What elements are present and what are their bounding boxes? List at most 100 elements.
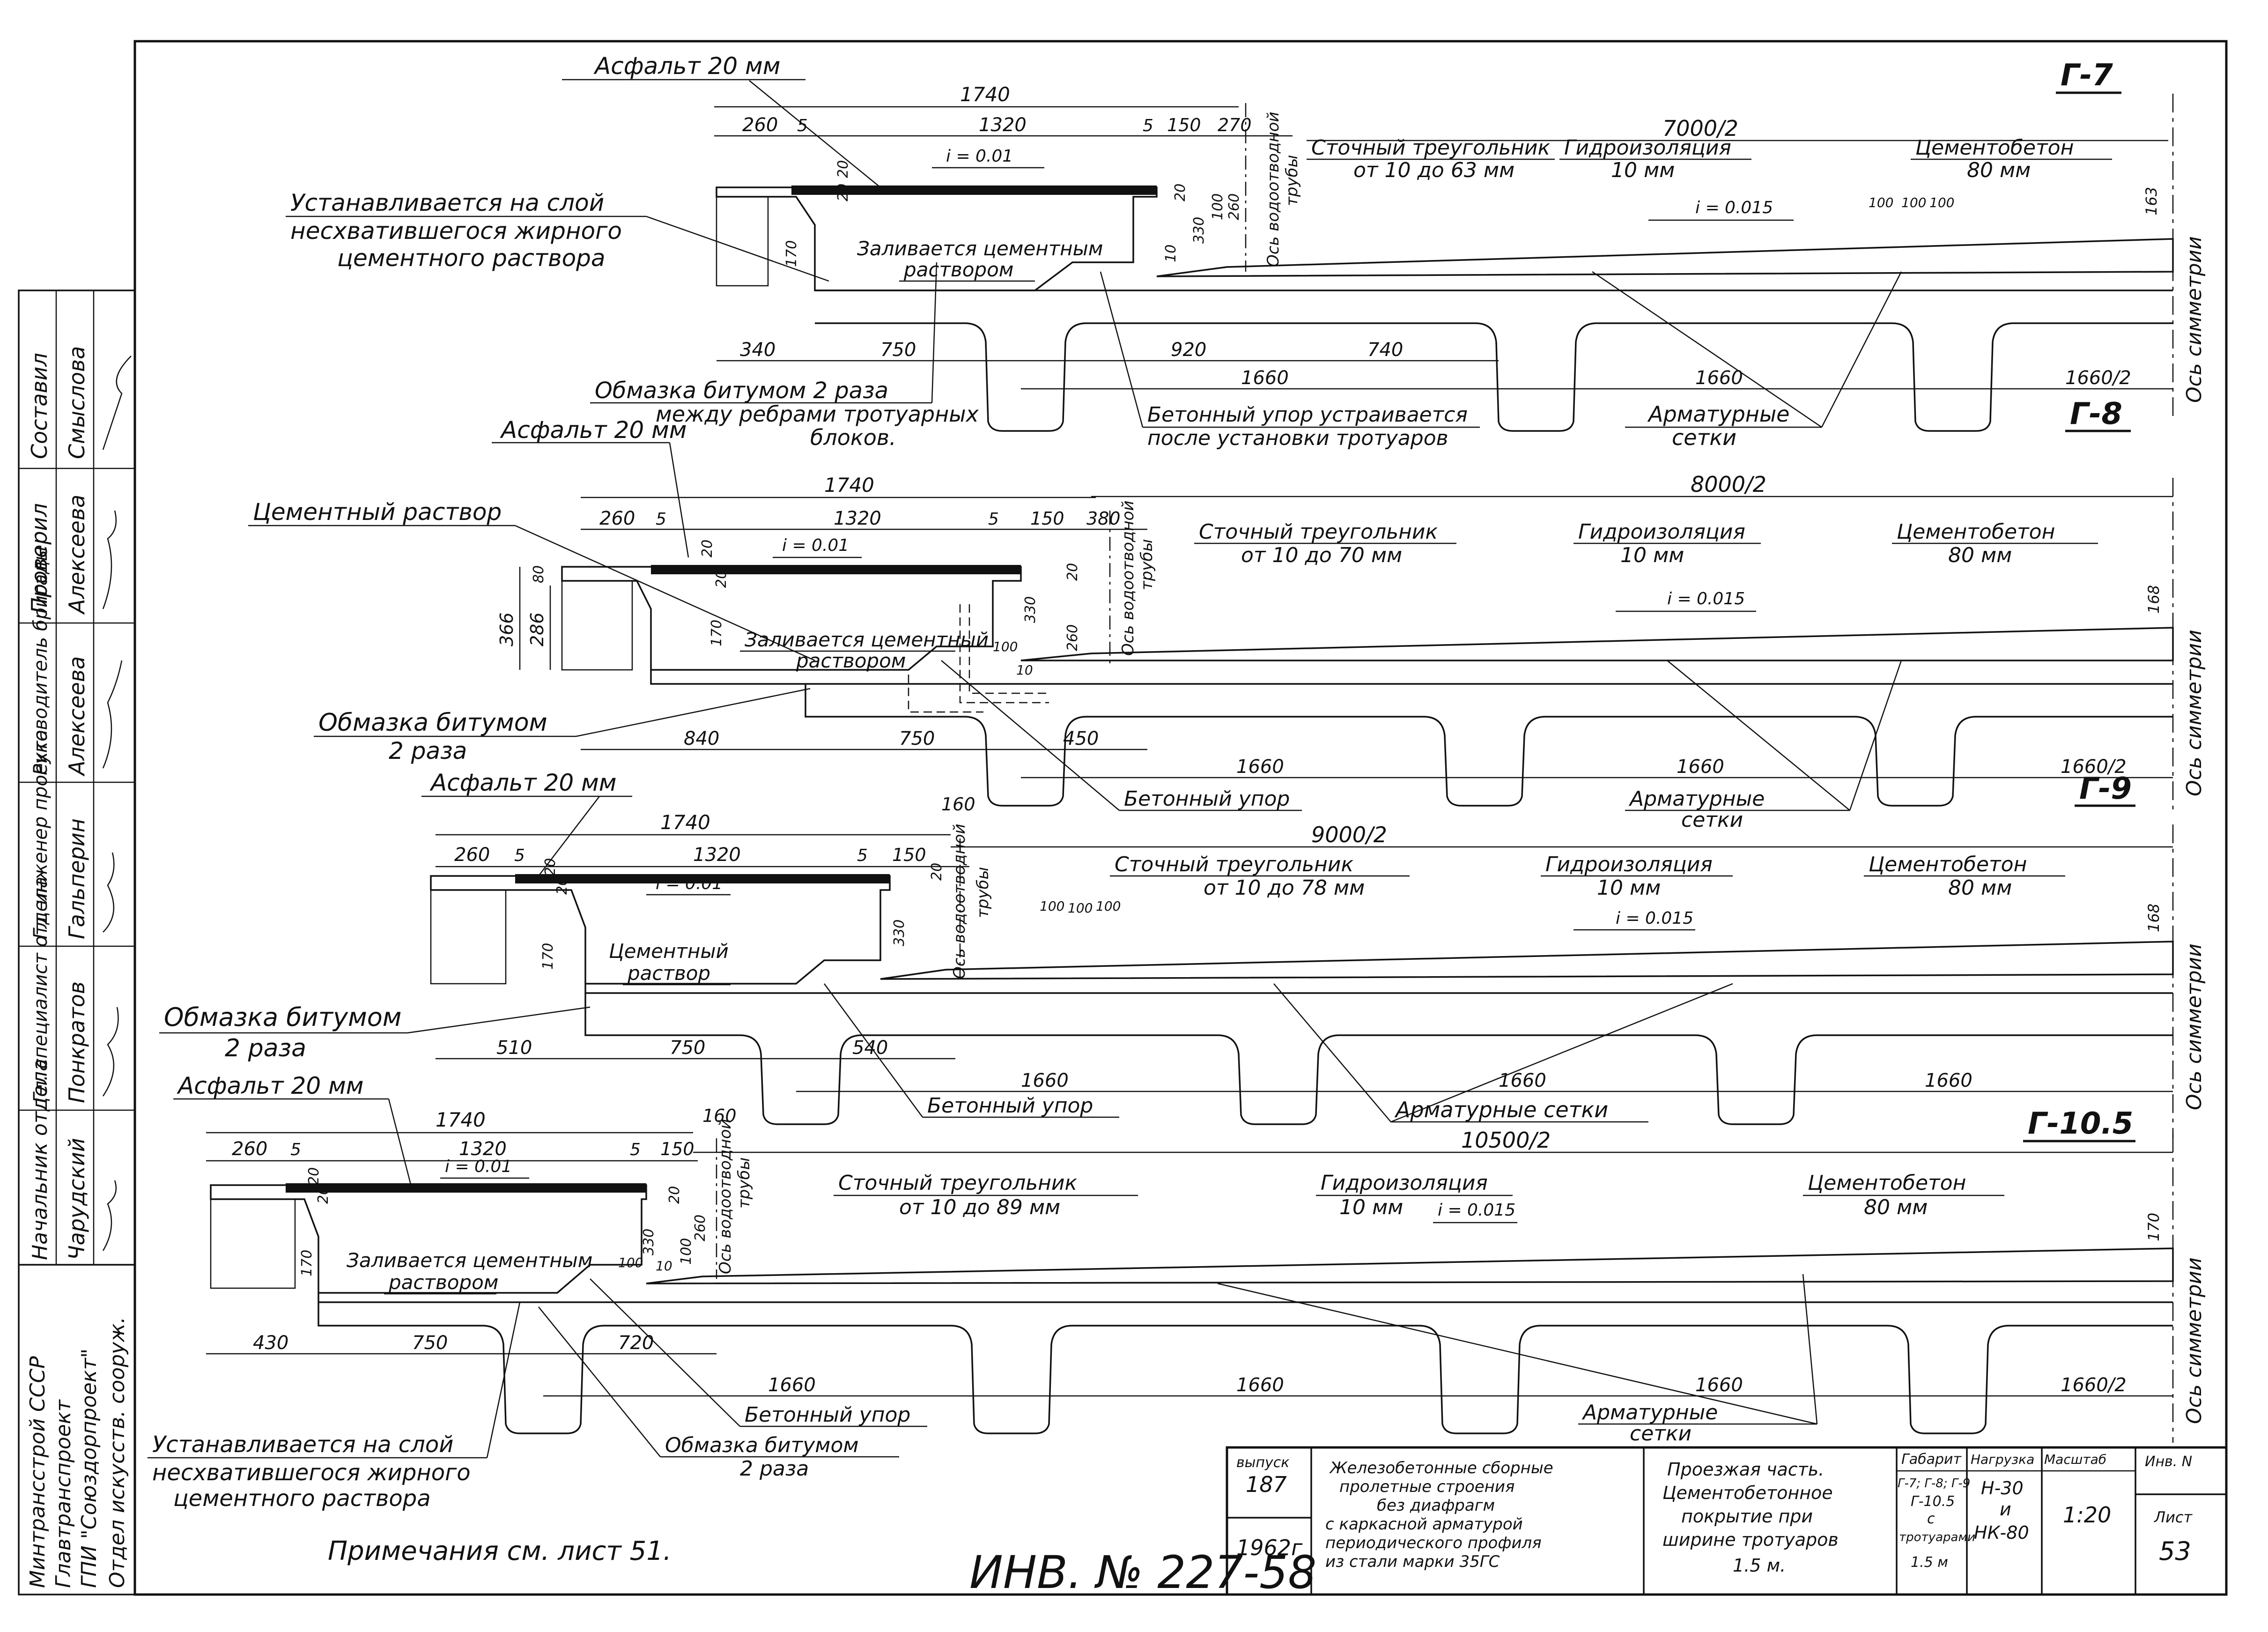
stamp-org-4: Отдел искусств. сооруж.: [105, 1317, 129, 1588]
gabarit-label: Габарит: [1901, 1451, 1962, 1468]
dim-total: 1740: [436, 1108, 486, 1131]
section-label: Г-8: [2070, 397, 2122, 431]
signature-2: [102, 510, 117, 609]
gabarit-value-1: Г-7; Г-8; Г-9: [1898, 1476, 1970, 1491]
dim-top-3: 1320: [834, 508, 881, 529]
subject-line-2: Цементобетонное: [1662, 1483, 1833, 1503]
drain-triangle-1: Сточный треугольник: [1199, 520, 1438, 544]
dim-top-1: 260: [742, 114, 778, 136]
dim-top-3: 1320: [459, 1138, 507, 1160]
section-g7: Г-7 7000/2 Асфальт 20 мм 1740 260 5 1320…: [286, 52, 2206, 450]
pipe-axis-1: Ось водоотводной: [1119, 500, 1138, 656]
drain-triangle-2: от 10 до 70 мм: [1241, 543, 1402, 567]
note-2-line-2: 2 раза: [389, 737, 467, 764]
note-4-line-2: сетки: [1630, 1422, 1692, 1446]
dim-bottom-2: 750: [412, 1332, 448, 1354]
girder: [815, 289, 2173, 432]
stamp-role-6: Начальник отдела: [28, 1059, 52, 1260]
small-dim-6: 100: [1210, 193, 1226, 220]
girder: [584, 984, 2173, 1125]
right-height: 168: [2145, 904, 2163, 932]
note-3: Бетонный упор: [1124, 787, 1290, 811]
sheet-frame: [133, 40, 2228, 1596]
rib-dim-2: 1660: [1677, 756, 1724, 778]
subject-line-5: 1.5 м.: [1733, 1555, 1786, 1576]
note-1-line-3: цементного раствора: [337, 245, 606, 272]
pipe-axis-2: трубы: [1138, 539, 1156, 590]
dim-total: 1740: [824, 474, 874, 497]
waterproofing-2: 10 мм: [1611, 158, 1675, 182]
note-4-line-2: сетки: [1672, 425, 1736, 450]
title-line-6: из стали марки 35ГС: [1325, 1552, 1500, 1571]
right-height: 170: [2145, 1213, 2163, 1241]
left-height-2: 286: [527, 612, 547, 646]
stamp-name-1: Смыслова: [64, 346, 89, 459]
issue-label: выпуск: [1236, 1454, 1289, 1471]
small-dim-7: 260: [692, 1215, 709, 1241]
asphalt-layer: [286, 1183, 646, 1193]
waterproofing-1: Гидроизоляция: [1545, 853, 1713, 876]
title-line-3: без диафрагм: [1377, 1496, 1495, 1515]
signature-3: [102, 660, 123, 769]
asphalt-label: Асфальт 20 мм: [500, 416, 687, 444]
dim-top-6: 270: [1218, 115, 1252, 135]
dim-top-4: 5: [630, 1140, 641, 1159]
fill-cement-1: Цементный: [609, 940, 729, 963]
section-label: Г-7: [2061, 58, 2113, 93]
note-1-line-1: Обмазка битумом: [164, 1002, 402, 1032]
note-3-line-1: Бетонный упор устраивается: [1147, 403, 1468, 427]
half-width-label: 8000/2: [1691, 472, 1766, 497]
dim-bottom-1: 840: [684, 728, 719, 749]
mesh-spacing-1: 100: [1040, 898, 1064, 914]
signature-1: [102, 356, 132, 450]
small-dim-3: 170: [540, 943, 556, 970]
title-line-1: Железобетонные сборные: [1329, 1459, 1553, 1477]
small-dim-3: 170: [709, 620, 725, 646]
sym-axis: Ось симметрии: [2182, 630, 2206, 796]
dim-top-3: 1320: [693, 844, 741, 866]
dim-bottom-4: 740: [1367, 339, 1403, 361]
stamp-name-2: Алексеева: [64, 495, 89, 615]
dim-top-2: 5: [290, 1140, 301, 1159]
small-dim-4: 20: [929, 863, 945, 881]
dim-top-5: 150: [660, 1139, 694, 1159]
signature-5: [102, 1007, 119, 1097]
small-dim-1: 20: [542, 858, 559, 876]
title-block: выпуск 187 1962г Железобетонные сборные …: [1226, 1446, 2228, 1596]
small-dim-5: 330: [641, 1229, 657, 1255]
cement-concrete-2: 80 мм: [1948, 876, 2012, 900]
dim-top-1: 260: [454, 844, 490, 866]
dim-bottom-1: 340: [740, 339, 776, 361]
small-dim-5: 330: [891, 920, 908, 946]
load-value-1: Н-30: [1981, 1478, 2024, 1498]
signature-6: [102, 1180, 117, 1251]
dim-top-4: 5: [988, 510, 999, 529]
note-2-line-1: Обмазка битумом: [318, 709, 547, 737]
mesh-spacing-2: 100: [1901, 195, 1926, 210]
section-g8: Г-8 8000/2 Асфальт 20 мм 1740 260 5 1320…: [248, 397, 2206, 832]
rib-dim-3: 1660/2: [2065, 367, 2131, 389]
dim-top-5: 150: [1030, 508, 1064, 529]
subject-line-1: Проезжая часть.: [1667, 1459, 1824, 1480]
waterproofing-2: 10 мм: [1620, 543, 1684, 567]
rib-dim-2: 1660: [1236, 1374, 1284, 1396]
note-1-line-2: несхватившегося жирного: [152, 1460, 471, 1486]
dim-bottom-2: 750: [899, 728, 935, 749]
dim-bottom-2: 750: [670, 1037, 705, 1059]
small-dim-3: 170: [783, 240, 800, 267]
dim-top-1: 260: [232, 1138, 267, 1160]
cement-concrete-layer: [646, 1247, 2174, 1284]
gabarit-value-2: Г-10.5: [1911, 1493, 1955, 1510]
cement-concrete-layer: [1020, 627, 2174, 661]
small-dim-8: 10: [1163, 245, 1179, 262]
rib-dim-3: 1660/2: [2061, 756, 2127, 778]
small-dim-6: 20: [1064, 563, 1081, 581]
rib-dim-1: 1660: [1021, 1070, 1069, 1091]
small-dim-6: 100: [678, 1238, 694, 1265]
sheet-label: Лист: [2154, 1508, 2193, 1526]
small-dim-7: 260: [1226, 193, 1242, 220]
small-dim-1: 20: [306, 1167, 322, 1185]
half-width-label: 9000/2: [1311, 822, 1387, 847]
waterproofing-1: Гидроизоляция: [1564, 136, 1731, 160]
